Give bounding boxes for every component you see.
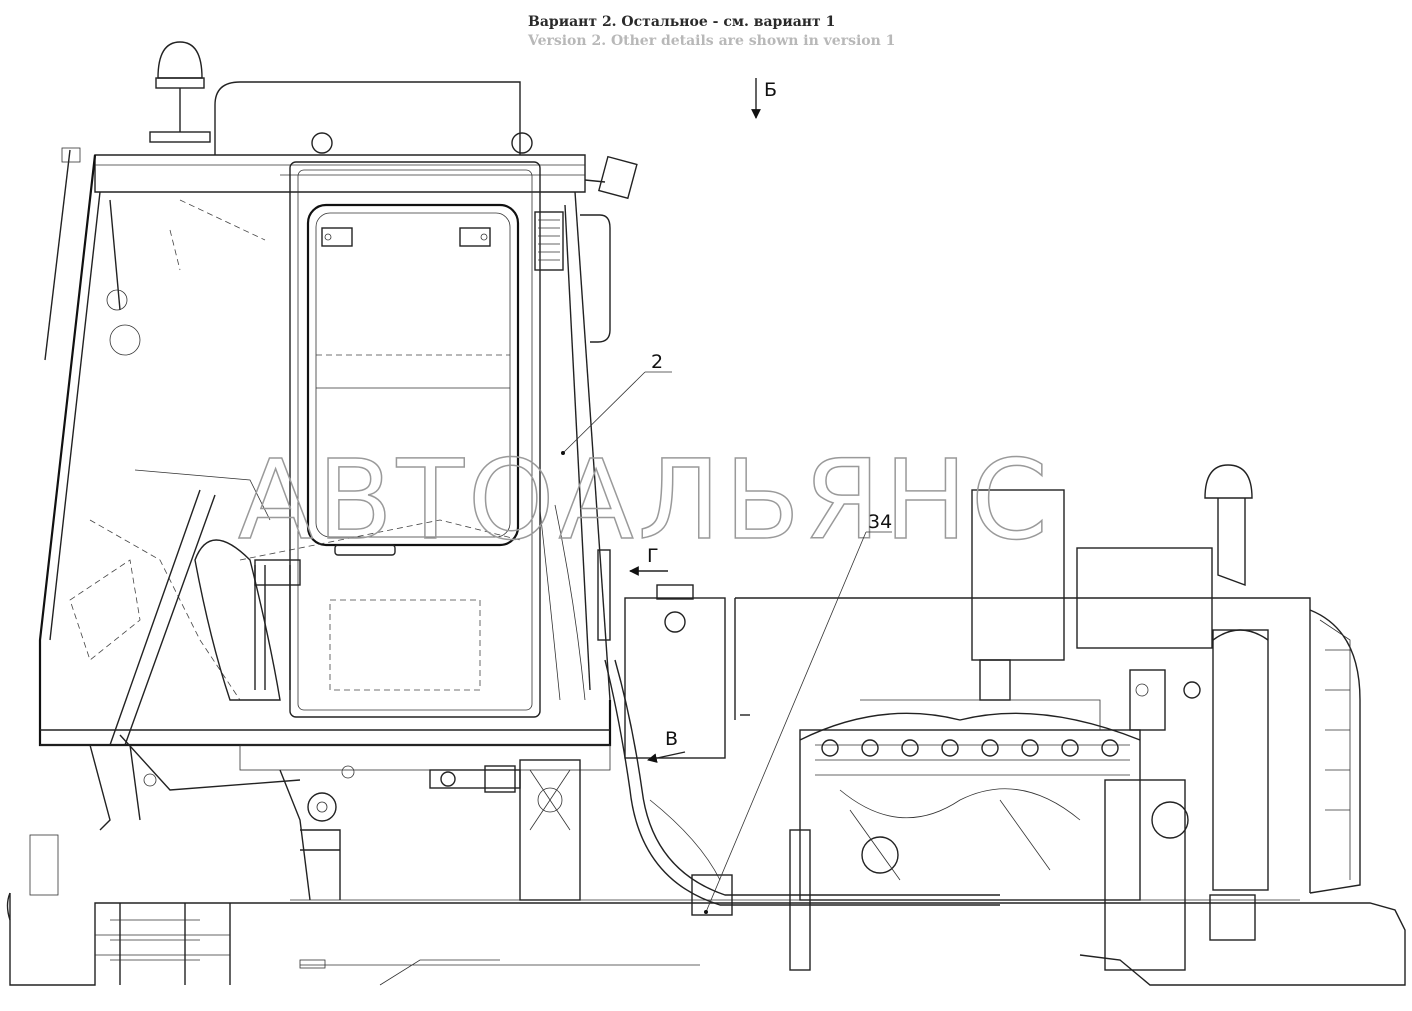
view-arrow-g: Г: [629, 545, 668, 576]
callout-34: 34: [704, 511, 892, 914]
operator-cab: [38, 41, 638, 771]
watermark: АВТОАЛЬЯНС: [238, 436, 1052, 564]
view-label-v: В: [665, 728, 678, 750]
view-arrow-v: В: [647, 728, 686, 763]
view-label-g: Г: [647, 545, 659, 567]
chassis-frame: [6, 834, 1406, 986]
title-ru: Вариант 2. Остальное - см. вариант 1: [528, 14, 836, 30]
engine-hood: [734, 464, 1361, 894]
view-arrow-b: Б: [751, 78, 777, 119]
view-label-b: Б: [764, 79, 777, 101]
engine-block: [789, 659, 1256, 971]
steering-column: [89, 469, 301, 831]
title-en: Version 2. Other details are shown in ve…: [528, 33, 896, 49]
callout-2: 2: [561, 351, 672, 455]
hydraulic-tank: [597, 549, 733, 916]
drawing-header: Вариант 2. Остальное - см. вариант 1 Ver…: [528, 14, 895, 49]
callout-label-34: 34: [868, 511, 892, 533]
callout-label-2: 2: [651, 351, 663, 373]
cab-mounts: [279, 759, 581, 901]
